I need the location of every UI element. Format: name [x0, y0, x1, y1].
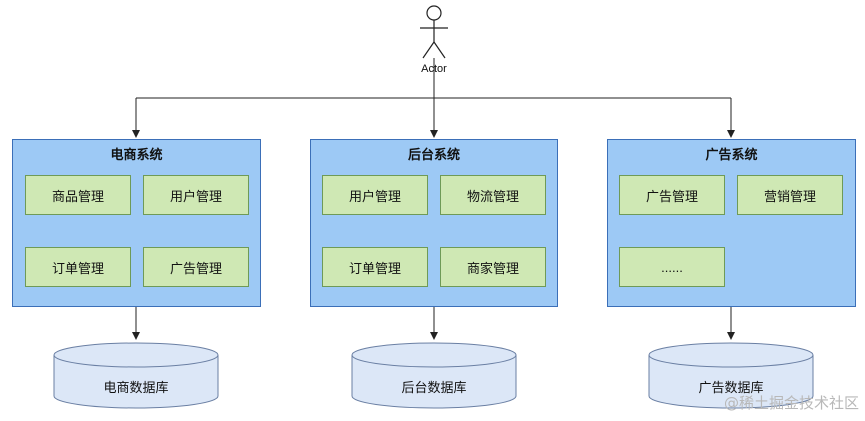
database-label: 后台数据库 — [401, 380, 467, 395]
backend-database-icon — [351, 342, 517, 409]
system-title: 电商系统 — [110, 147, 163, 162]
ad-system: 广告系统 广告管理 营销管理 ...... — [607, 139, 856, 307]
database-connectors — [132, 307, 735, 340]
module-box: 订单管理 — [25, 247, 131, 287]
module-box: 商品管理 — [25, 175, 131, 215]
module-box: 广告管理 — [619, 175, 725, 215]
database-label: 电商数据库 — [103, 380, 169, 395]
actor-connectors — [132, 58, 735, 138]
module-box: 物流管理 — [440, 175, 546, 215]
ecommerce-database-icon — [53, 342, 219, 409]
module-box: ...... — [619, 247, 725, 287]
module-box: 订单管理 — [322, 247, 428, 287]
system-title: 后台系统 — [407, 147, 460, 162]
module-box: 营销管理 — [737, 175, 843, 215]
watermark: @稀土掘金技术社区 — [723, 394, 859, 412]
module-box: 商家管理 — [440, 247, 546, 287]
ecommerce-system: 电商系统 商品管理 用户管理 订单管理 广告管理 — [12, 139, 261, 307]
backend-system: 后台系统 用户管理 物流管理 订单管理 商家管理 — [310, 139, 558, 307]
module-box: 用户管理 — [143, 175, 249, 215]
actor-stick-figure-icon — [420, 5, 448, 59]
database-label: 广告数据库 — [698, 380, 764, 395]
module-box: 广告管理 — [143, 247, 249, 287]
module-box: 用户管理 — [322, 175, 428, 215]
actor-label: Actor — [421, 63, 447, 75]
system-title: 广告系统 — [705, 147, 758, 162]
ad-database-icon — [648, 342, 814, 409]
